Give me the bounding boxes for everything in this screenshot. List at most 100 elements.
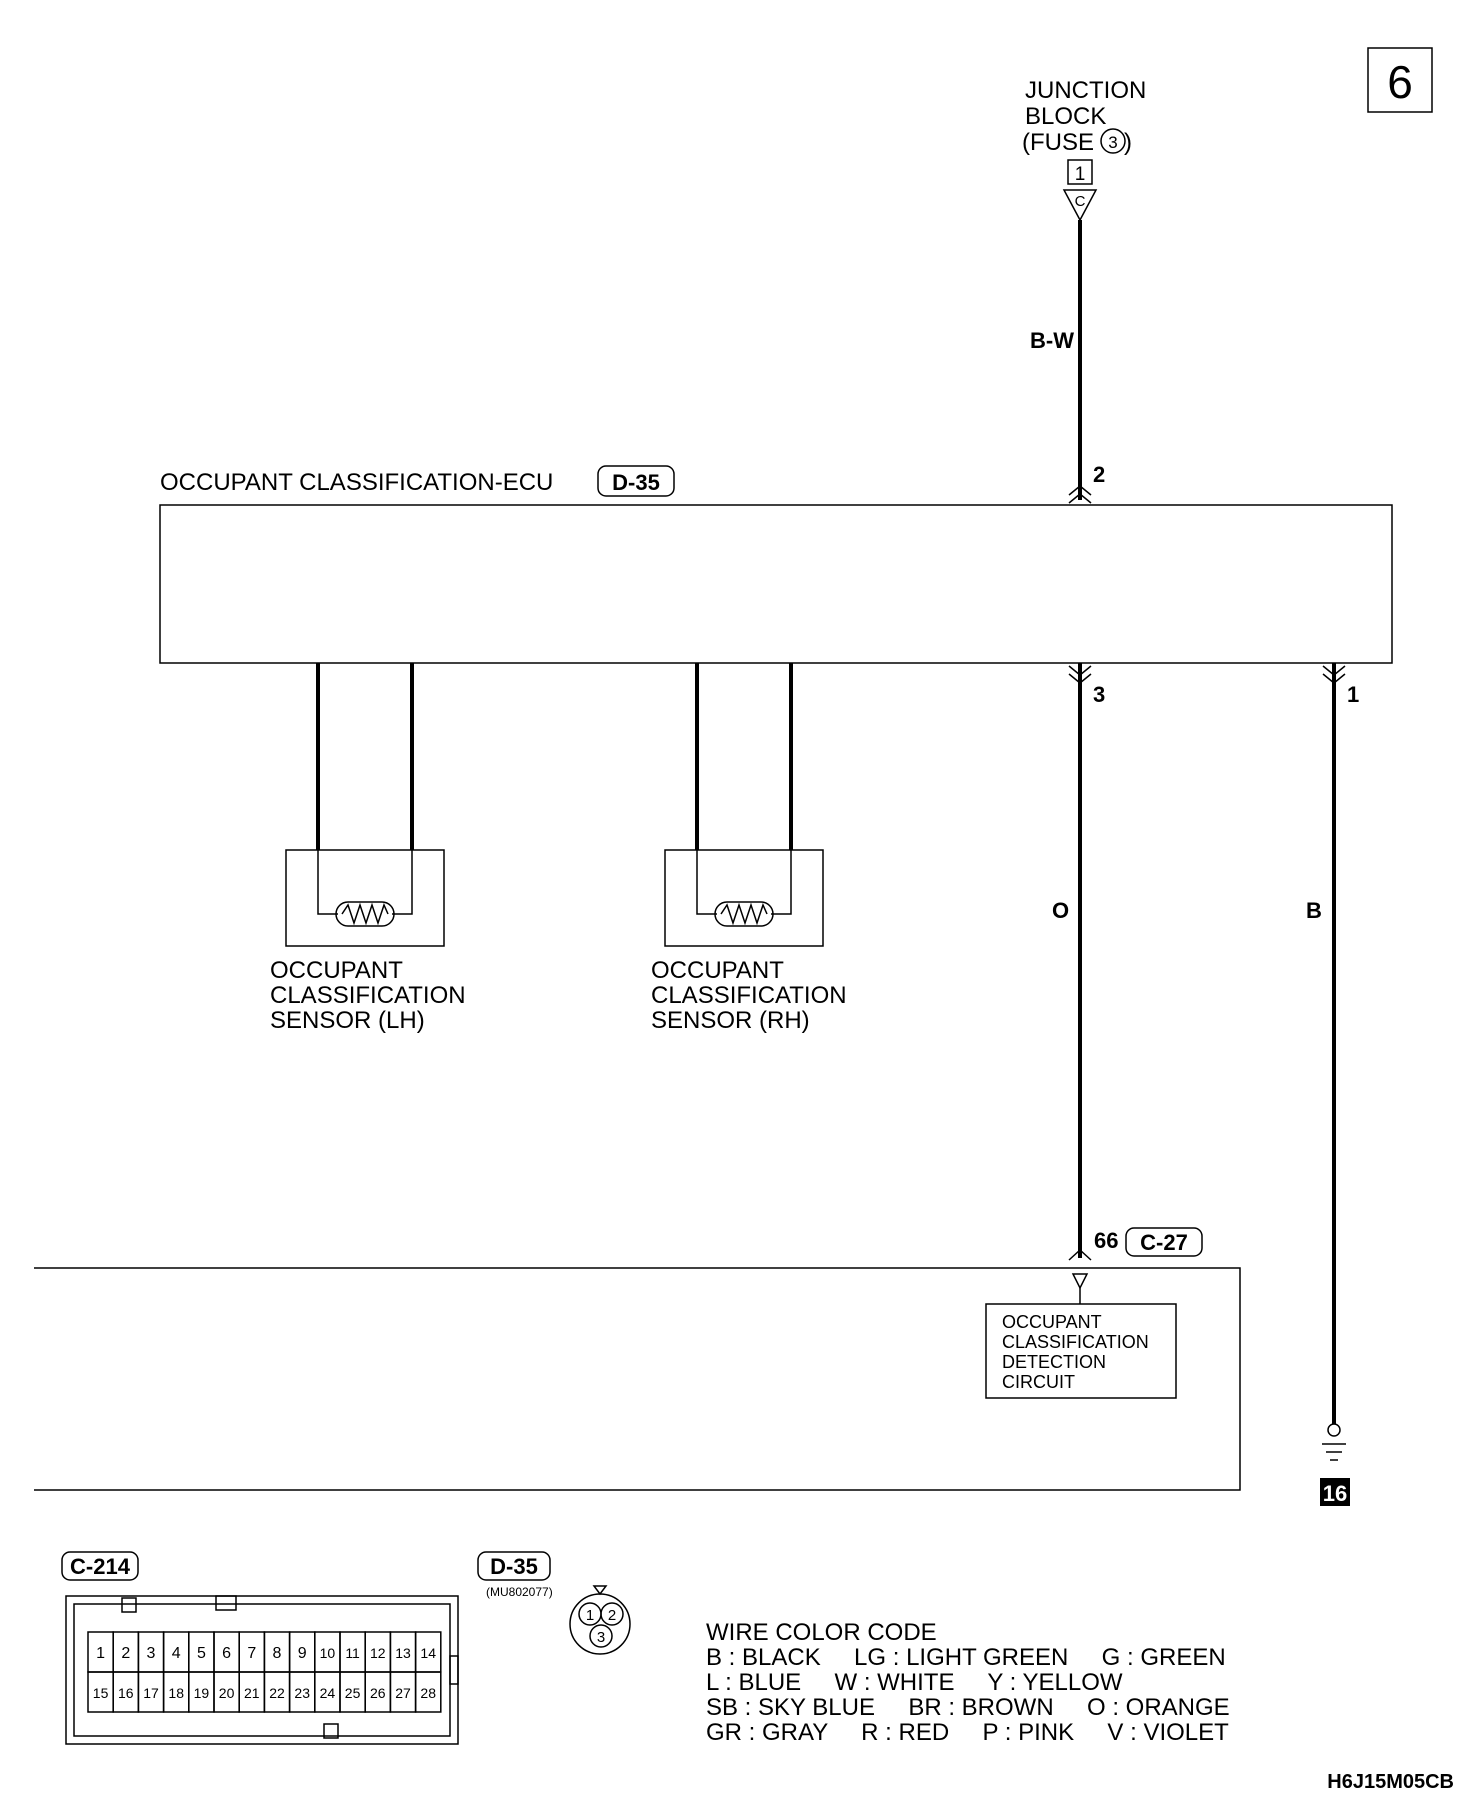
detection-circuit-label-4: CIRCUIT (1002, 1372, 1075, 1392)
detection-circuit-box (985, 1303, 1177, 1399)
wire-color-code-line-1: B : BLACK LG : LIGHT GREEN G : GREEN (706, 1644, 1226, 1671)
ground-point: 16 (1323, 1481, 1347, 1506)
sensor-lh-zigzag (341, 902, 389, 926)
sensor-rh-inner-2 (771, 850, 792, 915)
ground-pin-mark-1 (1322, 665, 1346, 676)
fuse-number-circle (1100, 128, 1126, 154)
wire-color-code-line-4: GR : GRAY R : RED P : PINK V : VIOLET (706, 1719, 1229, 1746)
d35-part-number: (MU802077) (486, 1585, 553, 1599)
d35-pin-2 (600, 1602, 624, 1626)
c214-pin-label: 11 (345, 1645, 360, 1661)
detection-circuit-label-2: CLASSIFICATION (1002, 1332, 1149, 1352)
sensor-rh-resistor (714, 901, 774, 927)
supply-wire-color: B-W (1030, 328, 1074, 353)
junction-pin-box (1067, 159, 1093, 185)
d35-key-marker (592, 1585, 608, 1596)
d35-pin-1-label: 1 (586, 1607, 594, 1624)
junction-connector-letter: C (1075, 193, 1086, 210)
sensor-lh-box (285, 849, 445, 947)
srs-connector: C-27 (1140, 1230, 1188, 1255)
ecu-box (159, 504, 1393, 664)
c214-pin-label: 25 (345, 1685, 361, 1701)
wire-color-code-title: WIRE COLOR CODE (706, 1619, 937, 1646)
c214-pin-label: 5 (197, 1645, 206, 1662)
c214-key (449, 1655, 459, 1685)
c214-pin-label: 28 (420, 1685, 436, 1701)
page-number: 6 (1387, 56, 1413, 108)
d35-pin-3-label: 3 (597, 1629, 605, 1646)
sensor-rh-zigzag (720, 902, 768, 926)
srs-pin-mark (1068, 1248, 1092, 1261)
signal-pin-mark-1 (1068, 665, 1092, 676)
sensor-lh-inner-1 (317, 850, 338, 915)
c214-pin-label: 22 (269, 1685, 285, 1701)
c214-pin-label: 4 (172, 1645, 181, 1662)
c214-pin-label: 2 (121, 1645, 130, 1662)
supply-pin: 2 (1093, 462, 1105, 487)
sensor-lh-label-1: OCCUPANT (270, 957, 403, 984)
c214-pin-label: 17 (143, 1685, 159, 1701)
c214-pin-label: 19 (194, 1685, 210, 1701)
c214-pin-label: 6 (222, 1645, 231, 1662)
detection-circuit-label-1: OCCUPANT (1002, 1312, 1102, 1332)
wire-color-code-line-2: L : BLUE W : WHITE Y : YELLOW (706, 1669, 1123, 1696)
signal-pin-mark-2 (1068, 673, 1092, 684)
srs-connector-badge (1125, 1227, 1203, 1257)
c214-pin-cell (414, 1671, 442, 1713)
signal-wire-color: O (1052, 898, 1069, 923)
ground-terminal (1327, 1423, 1341, 1437)
sensor-rh-label-2: CLASSIFICATION (651, 982, 847, 1009)
srs-pin: 66 (1094, 1228, 1118, 1253)
ground-pin-mark-2 (1322, 673, 1346, 684)
ecu-connector-badge (597, 465, 675, 497)
page-number-box (1367, 47, 1433, 113)
c214-label: C-214 (70, 1554, 131, 1579)
d35-pin-3 (589, 1624, 613, 1648)
supply-pin-mark (1068, 485, 1092, 496)
c214-latch-1 (121, 1597, 137, 1613)
c214-pin-label: 3 (147, 1645, 156, 1662)
d35-pin-2-label: 2 (608, 1607, 616, 1624)
signal-pin: 3 (1093, 682, 1105, 707)
c214-pin-label: 16 (118, 1685, 134, 1701)
c214-pin-label: 27 (395, 1685, 411, 1701)
sensor-rh-label-3: SENSOR (RH) (651, 1007, 810, 1034)
sensor-lh-label-2: CLASSIFICATION (270, 982, 466, 1009)
c214-pin-label: 9 (298, 1645, 307, 1662)
c214-pin-label: 13 (395, 1645, 411, 1661)
junction-connector-marker (1062, 189, 1098, 222)
d35-label-badge (477, 1551, 551, 1581)
junction-label-3: (FUSE) (1022, 129, 1132, 156)
c214-pin-label: 23 (294, 1685, 310, 1701)
sensor-lh-resistor (335, 901, 395, 927)
c214-pin-label: 15 (93, 1685, 109, 1701)
ground-pin: 1 (1347, 682, 1359, 707)
c214-pin-label: 8 (273, 1645, 282, 1662)
c214-pin-label: 14 (420, 1645, 436, 1661)
c214-latch-2 (215, 1595, 237, 1611)
c214-pin-label: 10 (320, 1645, 336, 1661)
ecu-connector: D-35 (612, 470, 660, 495)
c214-inner (73, 1603, 451, 1737)
sensor-rh-inner-1 (696, 850, 717, 915)
sensor-lh-label-3: SENSOR (LH) (270, 1007, 425, 1034)
c214-face (65, 1595, 459, 1745)
ground-wire-color: B (1306, 898, 1322, 923)
detection-circuit-label-3: DETECTION (1002, 1352, 1106, 1372)
c214-label-badge (61, 1551, 139, 1581)
fuse-number: 3 (1108, 133, 1117, 152)
c214-pin-label: 24 (320, 1685, 336, 1701)
wire-color-code-line-3: SB : SKY BLUE BR : BROWN O : ORANGE (706, 1694, 1230, 1721)
ground-point-badge (1320, 1478, 1350, 1506)
junction-label-1: JUNCTION (1025, 77, 1146, 104)
sensor-rh-label-1: OCCUPANT (651, 957, 784, 984)
ecu-name: OCCUPANT CLASSIFICATION-ECU (160, 469, 553, 496)
c214-pin-label: 1 (96, 1645, 105, 1662)
c214-latch-3 (323, 1723, 339, 1739)
c214-pin-label: 18 (168, 1685, 184, 1701)
d35-face (569, 1593, 631, 1655)
supply-pin-mark-2 (1068, 493, 1092, 504)
c214-pin-label: 12 (370, 1645, 386, 1661)
